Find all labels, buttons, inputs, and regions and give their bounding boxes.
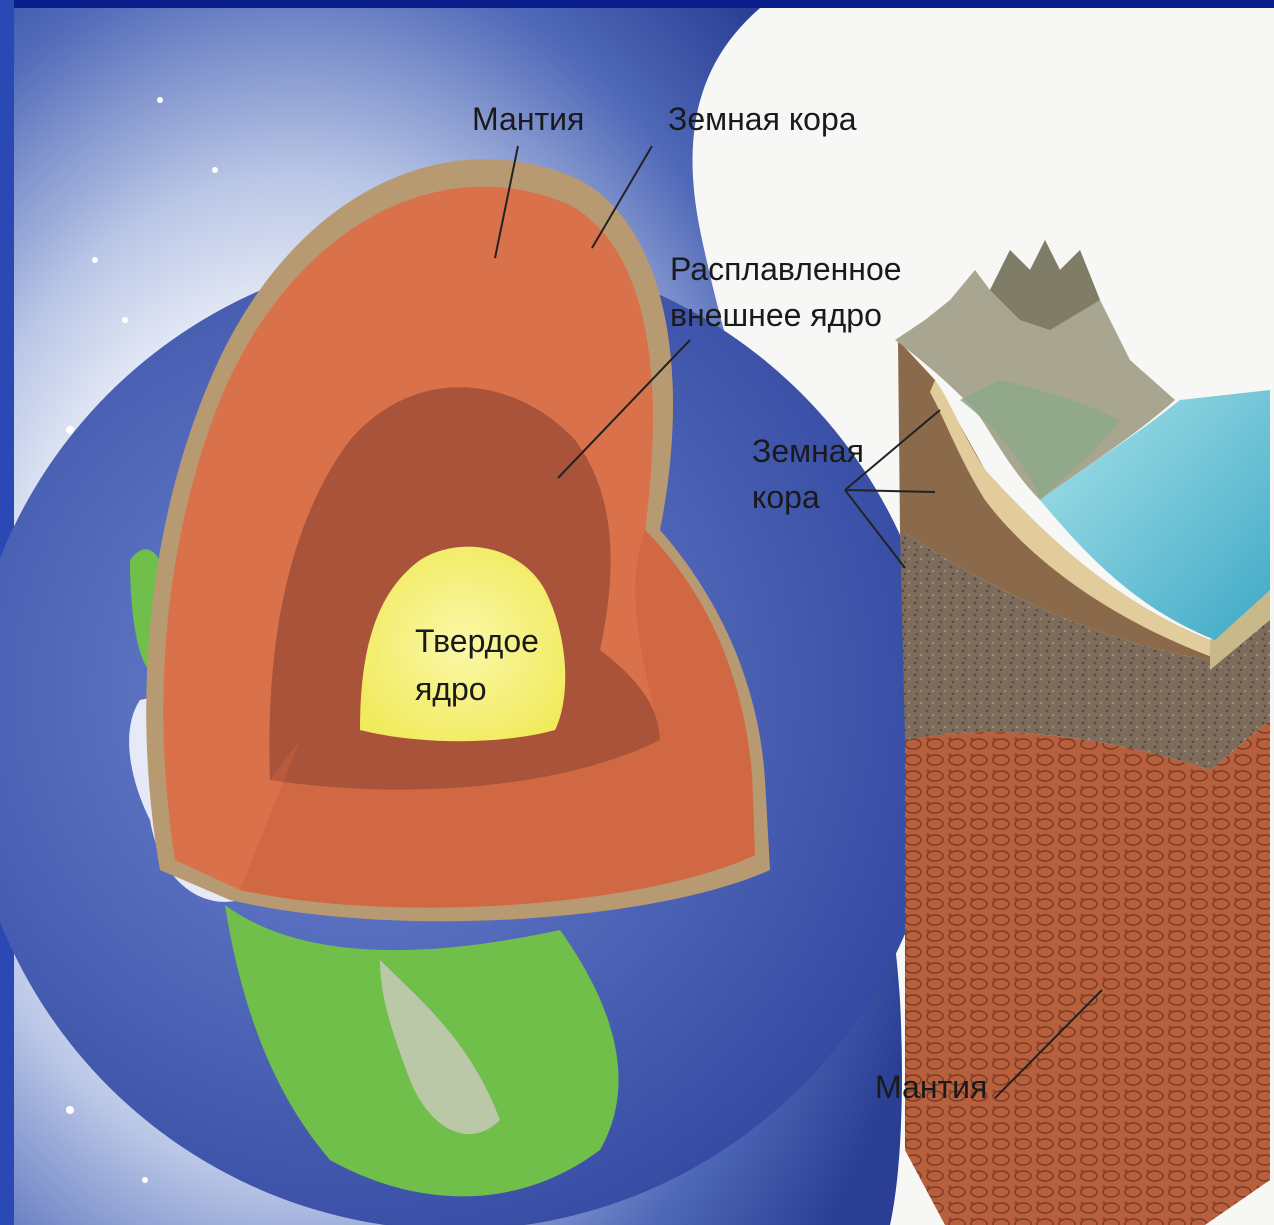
globe-inner-core-label-line1: Твердое [415, 623, 539, 659]
globe-mantle-label: Мантия [472, 101, 584, 137]
globe-outer-core-label-line1: Расплавленное [670, 251, 902, 287]
block-crust-label-line2: кора [752, 479, 820, 515]
globe-inner-core-label-line2: ядро [415, 671, 487, 707]
globe-crust-label: Земная кора [668, 101, 857, 137]
block-mantle-layer [905, 720, 1270, 1225]
block-mantle-label: Мантия [875, 1069, 987, 1105]
block-crust-label-line1: Земная [752, 433, 864, 469]
globe-outer-core-label-line2: внешнее ядро [670, 297, 882, 333]
